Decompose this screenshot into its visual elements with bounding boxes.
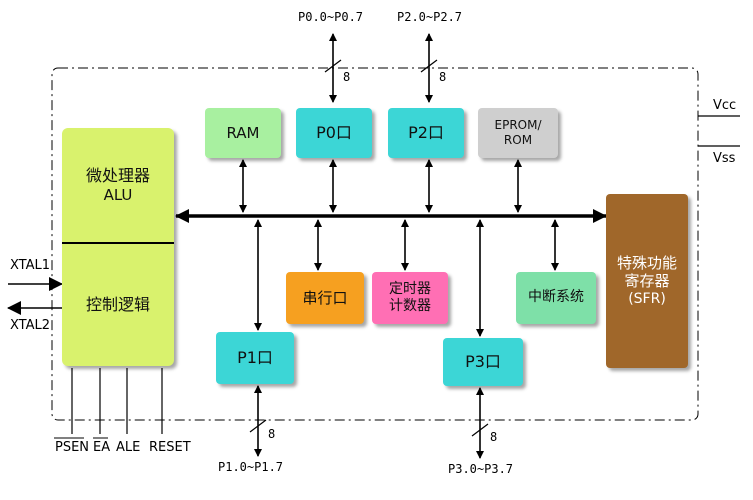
p0-block: P0口 [296,108,372,158]
cpu-title: 微处理器 [85,165,150,185]
p1-bus-width: 8 [268,427,276,441]
interrupt-label: 中断系统 [528,289,584,306]
ale-label: ALE [116,440,141,455]
vcc-label: Vcc [713,98,737,113]
serial-port-label: 串行口 [302,288,348,307]
p2-bus-width: 8 [439,70,447,84]
timer-label: 定时器 [389,280,431,297]
xtal2-label: XTAL2 [10,318,51,333]
vss-label: Vss [713,151,736,166]
timer-counter-block: 定时器 计数器 [372,272,448,324]
ea-label: EA [93,440,111,455]
chip-boundary [51,67,699,421]
p0-bus-slash [324,59,342,73]
ram-block: RAM [205,108,281,158]
xtal1-label: XTAL1 [10,258,51,273]
p3-range-label: P3.0~P3.7 [448,462,514,476]
ram-label: RAM [226,123,260,142]
interrupt-block: 中断系统 [516,272,596,324]
p1-range-label: P1.0~P1.7 [218,460,284,474]
serial-port-block: 串行口 [286,272,364,324]
p0-range-label: P0.0~P0.7 [298,10,364,24]
sfr-line1: 特殊功能 [616,253,677,272]
p3-bus-slash [471,423,489,437]
sfr-line3: (SFR) [628,291,666,307]
sfr-line2: 寄存器 [624,272,670,291]
rom-label: ROM [503,133,533,147]
p3-block: P3口 [443,338,523,386]
reset-label: RESET [149,440,191,455]
p2-bus-slash [420,59,438,73]
eprom-label: EPROM/ [494,118,542,132]
p0-label: P0口 [316,123,352,142]
p1-block: P1口 [216,332,294,384]
alu-label: ALU [103,185,133,204]
psen-label: PSEN [55,440,90,455]
counter-label: 计数器 [389,298,431,314]
p3-label: P3口 [465,352,501,371]
p1-bus-slash [249,419,267,433]
p2-label: P2口 [408,123,444,142]
p0-bus-width: 8 [343,70,351,84]
p2-block: P2口 [388,108,464,158]
p2-range-label: P2.0~P2.7 [397,10,463,24]
p1-label: P1口 [237,348,273,367]
p3-bus-width: 8 [490,430,498,444]
cpu-block: 微处理器 ALU 控制逻辑 [62,128,174,366]
control-logic-label: 控制逻辑 [85,295,150,314]
eprom-block: EPROM/ ROM [478,108,558,158]
sfr-block: 特殊功能 寄存器 (SFR) [606,194,688,368]
